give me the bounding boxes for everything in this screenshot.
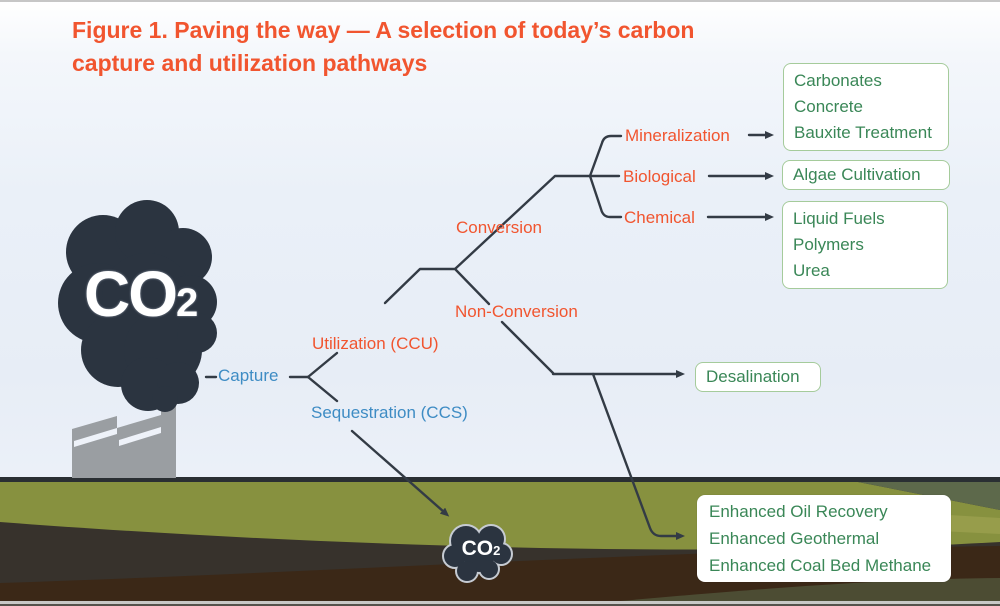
box-item: Enhanced Geothermal: [709, 529, 880, 548]
mineralization-label: Mineralization: [625, 126, 730, 145]
underground-co2-cloud: [442, 524, 513, 583]
chemical-box: Liquid Fuels Polymers Urea: [782, 201, 948, 289]
biological-label: Biological: [623, 167, 696, 186]
sequestration-label: Sequestration (CCS): [311, 403, 468, 422]
non-conversion-branch-line-1: [454, 268, 491, 306]
underground-co2-label: CO2: [453, 538, 509, 559]
box-item: Desalination: [706, 367, 800, 386]
non-conversion-branch-line-2: [500, 320, 555, 375]
fork-to-mineralization-line: [588, 134, 623, 178]
fork-to-utilization-line: [306, 351, 339, 379]
box-item: Algae Cultivation: [793, 165, 921, 184]
box-item: Enhanced Oil Recovery: [709, 502, 888, 521]
box-item: Enhanced Coal Bed Methane: [709, 556, 932, 575]
chemical-label: Chemical: [624, 208, 695, 227]
box-item: Urea: [793, 261, 830, 280]
conversion-label: Conversion: [456, 218, 542, 237]
fork-to-sequestration-line: [306, 375, 339, 403]
box-item: Polymers: [793, 235, 864, 254]
sequestration-arrow: [350, 429, 450, 517]
co2-label: CO2: [84, 262, 198, 326]
non-conversion-label: Non-Conversion: [455, 302, 578, 321]
factory-icon: [72, 403, 176, 478]
capture-label: Capture: [218, 366, 279, 385]
biological-box: Algae Cultivation: [782, 160, 950, 190]
underground-co2-subscript: 2: [493, 543, 501, 558]
underground-co2-text: CO: [461, 537, 494, 560]
factory-roof-gap-1: [74, 428, 117, 447]
utilization-to-fork-line: [383, 267, 457, 305]
figure-title: Figure 1. Paving the way — A selection o…: [72, 17, 695, 77]
page-top-border: [0, 0, 1000, 2]
box-item: Liquid Fuels: [793, 209, 885, 228]
desalination-box: Desalination: [695, 362, 821, 392]
smoke-cloud: [58, 200, 217, 412]
conversion-branch-line: [453, 174, 592, 271]
enhanced-recovery-arrow: [591, 372, 685, 540]
mineralization-box: Carbonates Concrete Bauxite Treatment: [783, 63, 949, 151]
factory-building: [72, 415, 161, 478]
bottom-light-line: [0, 601, 1000, 604]
box-item: Concrete: [794, 97, 863, 116]
box-item: Carbonates: [794, 71, 882, 90]
factory-chimney: [161, 403, 176, 478]
co2-text: CO: [84, 258, 178, 330]
box-item: Bauxite Treatment: [794, 123, 932, 142]
factory-roof-gap-2: [119, 427, 161, 446]
utilization-label: Utilization (CCU): [312, 334, 439, 353]
bottom-dark-line: [0, 604, 1000, 606]
enhanced-recovery-box: Enhanced Oil Recovery Enhanced Geotherma…: [697, 495, 951, 582]
fork-to-chemical-line: [588, 174, 623, 219]
soil-olive-band: [620, 578, 1000, 601]
ground-surface-line: [0, 477, 1000, 482]
co2-subscript: 2: [176, 281, 198, 325]
